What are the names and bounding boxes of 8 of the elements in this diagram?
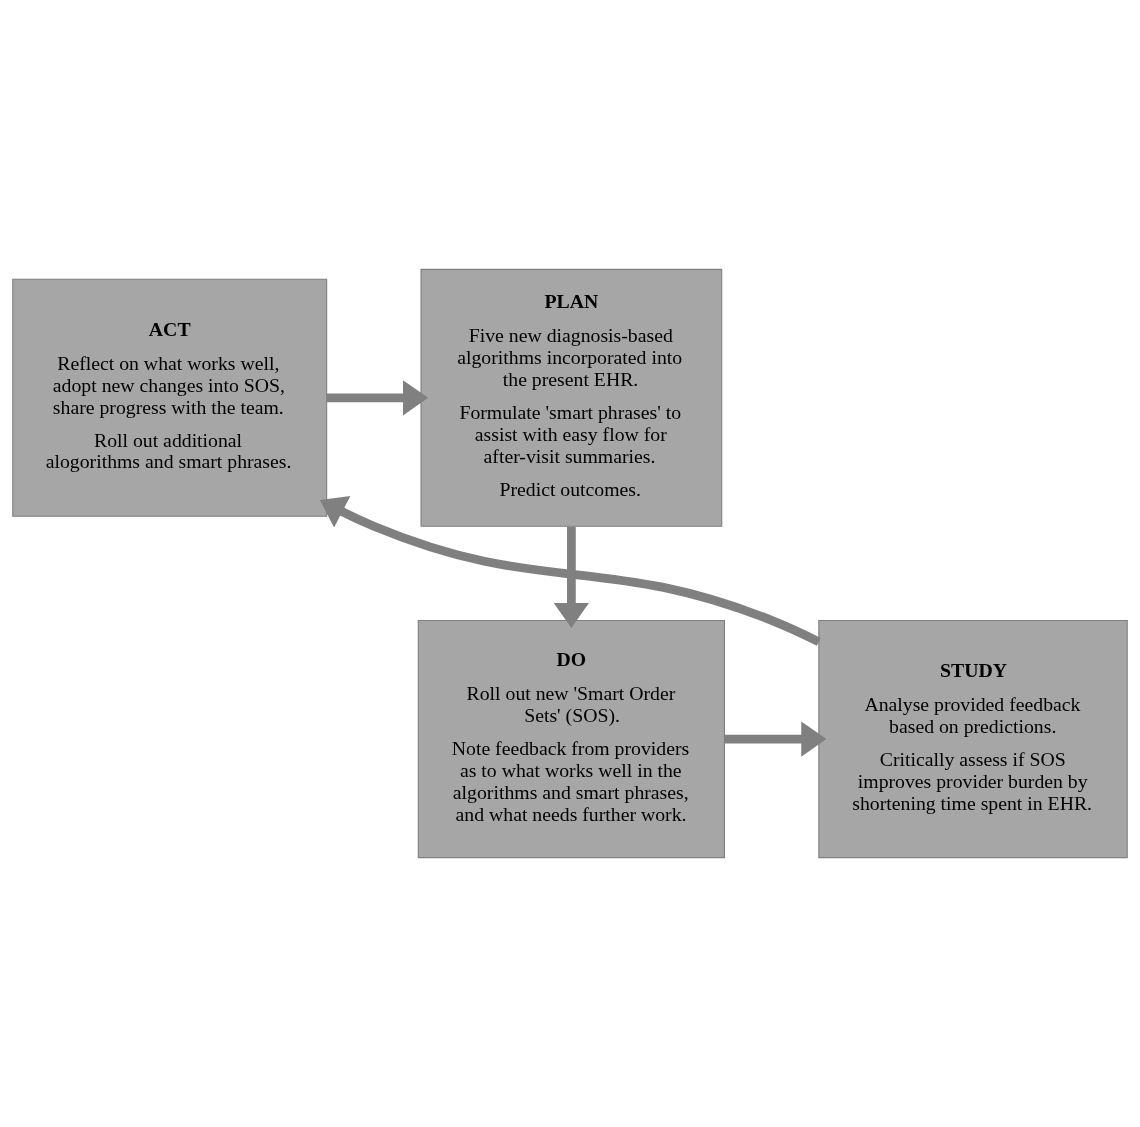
node-box: PLAN Five new diagnosis-based algorithms incorporated into the present EHR. Formulate 'smart phrases' to assist with easy flow for after-visit summaries. Predict outcomes. — [420, 268, 723, 527]
arrow — [319, 496, 821, 646]
arrow — [724, 721, 827, 757]
node-box: STUDY Analyse provided feedback based on predictions. Critically assess if SOS improves provider burden by shortening time spent in EHR. — [818, 620, 1128, 859]
arrow — [553, 526, 590, 629]
arrow — [327, 380, 429, 416]
node-box: DO Roll out new 'Smart Order Sets' (SOS). Note feedback from providers as to what works well in the algorithms and smart phrases, and what needs further work. — [417, 620, 725, 859]
node-box: ACT Reflect on what works well, adopt new changes into SOS, share progress with the team. Roll out additional alogorithms and smart phrases. — [12, 278, 328, 517]
